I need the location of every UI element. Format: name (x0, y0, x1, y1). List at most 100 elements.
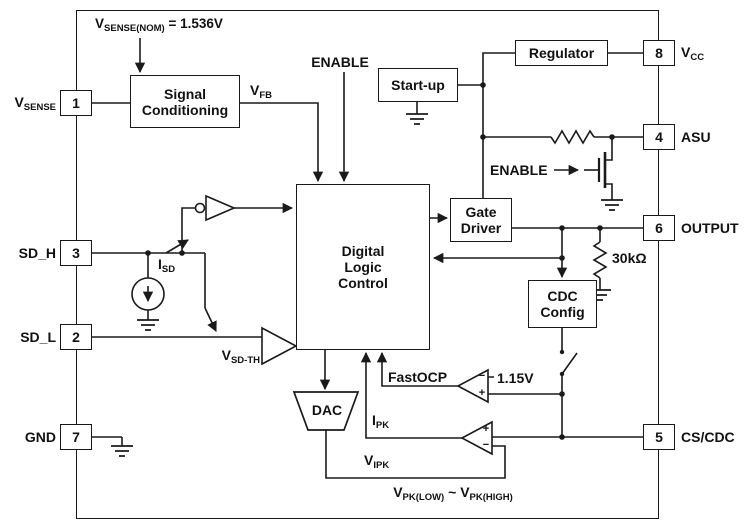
vcc-sub: CC (690, 52, 705, 63)
ground-startup-icon (406, 113, 428, 125)
ipk-out-wire (360, 351, 462, 439)
enable-top-label: ENABLE (311, 54, 369, 70)
vipk-sub: IPK (373, 460, 390, 471)
fastocp-out-wire (376, 351, 458, 387)
vsense-sub: SENSE (23, 102, 56, 113)
gate-driver-line1: Gate (465, 204, 497, 220)
cdc-config-line1: CDC (547, 288, 578, 304)
pin-2-box: 2 (60, 324, 92, 350)
ipk-comparator-icon (460, 420, 493, 456)
wires (92, 52, 643, 479)
vsense-nom-annotation: VSENSE(NOM) = 1.536V (95, 16, 295, 34)
vsdth-label: VSD-TH (204, 347, 260, 366)
vpk-m1: V (393, 484, 403, 500)
vsense-nom-sub: SENSE(NOM) (104, 23, 165, 34)
digital-logic-control-block: Digital Logic Control (296, 184, 430, 350)
ipk-sub: PK (375, 420, 390, 431)
pin-7-box: 7 (60, 424, 92, 450)
fastocp-comparator-icon (456, 368, 489, 404)
inverter-icon (194, 194, 294, 222)
vfb-label: VFB (250, 82, 272, 101)
pin-6-number: 6 (655, 220, 663, 236)
regulator-block: Regulator (515, 40, 608, 66)
comparators (261, 326, 493, 456)
vsdth-main: V (221, 347, 231, 363)
cdc-config-line2: Config (540, 304, 585, 320)
pin-8-box: 8 (643, 40, 675, 66)
pin-cscdc-label: CS/CDC (681, 429, 735, 445)
ground-gnd-pin-icon (111, 445, 133, 457)
switches (165, 239, 578, 437)
pin-1-box: 1 (60, 90, 92, 116)
ipk-minus-sign: − (482, 439, 490, 451)
vsense-nom-rest: = 1.536V (164, 16, 223, 31)
vsdth-sub: SD-TH (230, 355, 260, 366)
startup-label: Start-up (391, 77, 445, 93)
cdc-switch-icon (561, 328, 578, 437)
gate-driver-block: Gate Driver (450, 198, 512, 242)
vsense-nom-main: V (95, 16, 105, 31)
dac-shape (292, 391, 360, 431)
pin-1-number: 1 (72, 95, 80, 111)
pin-7-number: 7 (72, 429, 80, 445)
enable-fet-label: ENABLE (490, 162, 548, 178)
mosfet-icon (584, 137, 613, 200)
sdh-switch-icon (165, 239, 189, 254)
vcc-main: V (681, 44, 691, 60)
sd-comparator-icon (261, 326, 298, 366)
gate-driver-line2: Driver (460, 220, 502, 236)
fastocp-plus-sign: + (478, 387, 486, 399)
fastocp-label: FastOCP (388, 369, 448, 385)
cdc-config-block: CDC Config (528, 280, 597, 328)
signal-arrows (134, 38, 580, 439)
ipk-plus-sign: + (482, 423, 490, 435)
resistor-asu-icon (550, 129, 595, 145)
dlc-line1: Digital (341, 243, 385, 259)
dlc-line2: Logic (344, 259, 382, 275)
vfb-main: V (250, 82, 260, 98)
dlc-line3: Control (338, 275, 388, 291)
pin-sdl-label: SD_L (20, 329, 56, 345)
pin-vsense-label: VSENSE (0, 94, 56, 113)
isd-label: ISD (158, 256, 175, 275)
ground-mosfet-icon (601, 199, 623, 211)
vfb-sub: FB (259, 90, 273, 101)
pullup-res-label: 30kΩ (612, 250, 647, 266)
pin-5-box: 5 (643, 424, 675, 450)
dac-label: DAC (311, 402, 343, 418)
pin-asu-label: ASU (681, 129, 711, 145)
vipk-label: VIPK (364, 452, 389, 471)
pin-vcc-label: VCC (681, 44, 704, 63)
ipk-label: IPK (372, 412, 389, 431)
pin-2-number: 2 (72, 329, 80, 345)
vpk-range-label: VPK(LOW) ~ VPK(HIGH) (353, 484, 553, 503)
pin-8-number: 8 (655, 45, 663, 61)
wire-net (92, 52, 643, 479)
vipk-main: V (364, 452, 374, 468)
vfb-wire (240, 102, 324, 183)
pin-4-box: 4 (643, 124, 675, 150)
vsense-main: V (14, 94, 24, 110)
current-source-icon (131, 253, 165, 320)
ipk-main: I (372, 412, 376, 428)
sd-link-switch-icon (204, 307, 217, 332)
vpk-s1: PK(LOW) (402, 492, 445, 503)
isd-main: I (158, 256, 162, 272)
signal-conditioning-line1: Signal (163, 85, 206, 102)
pin-4-number: 4 (655, 129, 663, 145)
signal-conditioning-line2: Conditioning (141, 101, 229, 118)
ocp-ref-label: 1.15V (497, 370, 534, 386)
pin-5-number: 5 (655, 429, 663, 445)
vpk-s2: PK(HIGH) (469, 492, 513, 503)
pin-3-box: 3 (60, 240, 92, 266)
ground-isd-icon (137, 319, 159, 331)
signal-conditioning-block: Signal Conditioning (130, 75, 240, 128)
pin-gnd-label: GND (24, 429, 56, 445)
isd-sub: SD (161, 264, 176, 275)
regulator-label: Regulator (528, 45, 595, 61)
vpk-sep: ~ (444, 484, 461, 500)
startup-block: Start-up (378, 68, 458, 102)
vpk-m2: V (460, 484, 470, 500)
